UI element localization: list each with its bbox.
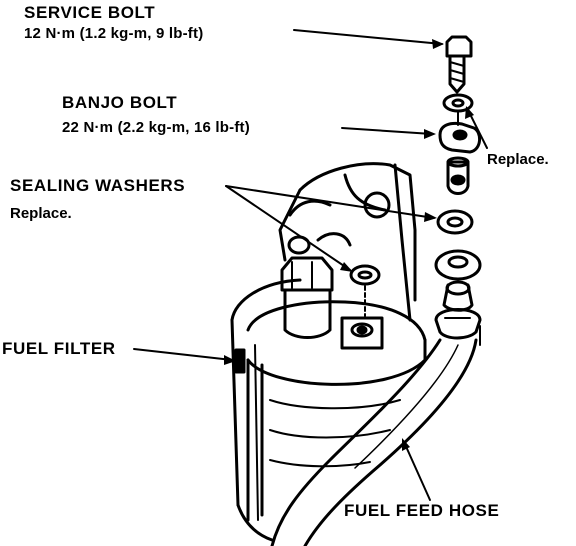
sealing-washers-label: SEALING WASHERS: [10, 176, 186, 195]
fuel-filter-label: FUEL FILTER: [2, 339, 116, 358]
hose-end-fitting: [434, 249, 482, 340]
middle-sealing-washer: [436, 209, 474, 235]
service-bolt-label: SERVICE BOLT: [24, 3, 156, 22]
service-bolt-torque: 12 N·m (1.2 kg-m, 9 lb-ft): [24, 25, 204, 42]
leader-lines: [133, 29, 488, 501]
banjo-bolt: [446, 156, 470, 195]
filter-service-port: [280, 235, 334, 339]
banjo-bolt-torque: 22 N·m (2.2 kg-m, 16 lb-ft): [62, 119, 250, 136]
fuel-feed-hose: [270, 325, 481, 546]
replace-note-left: Replace.: [10, 205, 72, 222]
service-bolt: [445, 35, 473, 94]
filter-outlet-port: [340, 316, 384, 350]
fuel-feed-hose-label: FUEL FEED HOSE: [344, 501, 500, 520]
lower-sealing-washer: [349, 264, 381, 317]
engine-bracket-outline: [278, 162, 417, 322]
banjo-bolt-label: BANJO BOLT: [62, 93, 178, 112]
banjo-fitting: [438, 111, 481, 154]
replace-note-right: Replace.: [487, 151, 549, 168]
